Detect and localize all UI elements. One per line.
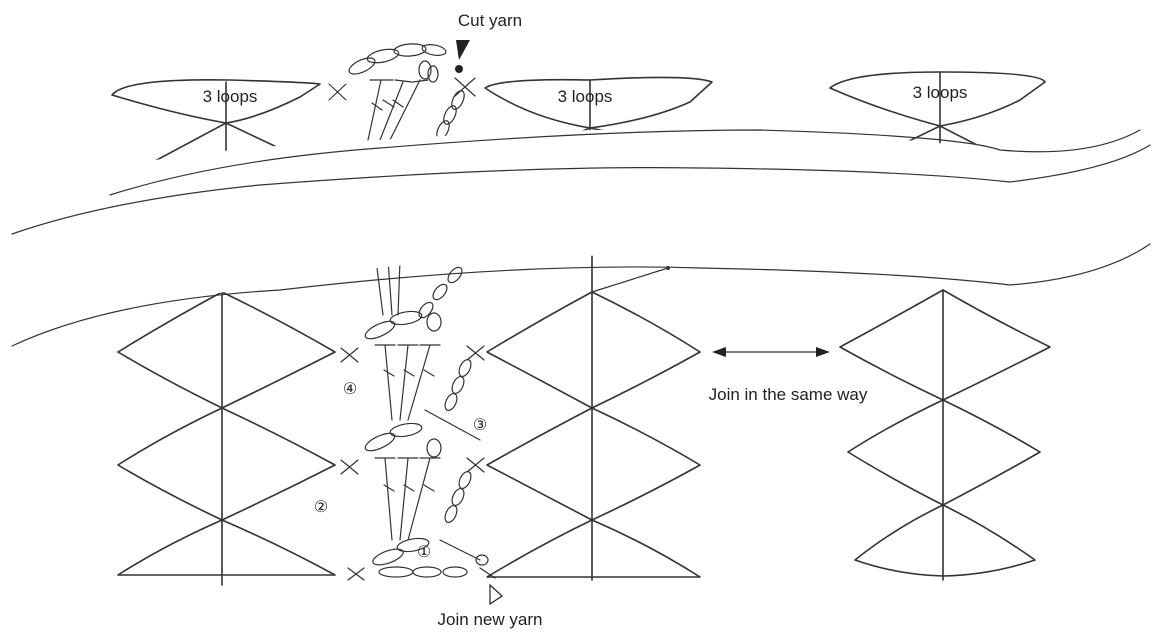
- cut-yarn-arrow-icon: [456, 40, 470, 60]
- top-joining-stitches: [328, 40, 476, 141]
- loops-label-right: 3 loops: [913, 83, 968, 102]
- step-3-label: ③: [473, 417, 487, 434]
- top-strip: 3 loops 3 loops 3 loops Cut yarn: [109, 11, 1046, 186]
- step-4-label: ④: [343, 381, 357, 398]
- join-same-way-label: Join in the same way: [709, 385, 868, 404]
- double-arrow-icon: [712, 347, 830, 357]
- bottom-joining-stitches: [340, 259, 503, 606]
- break-band: [0, 129, 1158, 350]
- join-new-yarn-label: Join new yarn: [438, 610, 543, 629]
- loops-label-left: 3 loops: [203, 87, 258, 106]
- bottom-middle-column: [486, 251, 701, 581]
- bottom-right-column: [839, 289, 1051, 581]
- step-1-label: ①: [417, 544, 431, 561]
- bottom-strip: ① ② ③ ④ Join in the same way Join new ya…: [117, 249, 1051, 629]
- loops-label-middle: 3 loops: [558, 87, 613, 106]
- cut-yarn-label: Cut yarn: [458, 11, 522, 30]
- bottom-left-column: [117, 249, 336, 586]
- join-yarn-arrow-icon: [489, 583, 503, 606]
- step-2-label: ②: [314, 499, 328, 516]
